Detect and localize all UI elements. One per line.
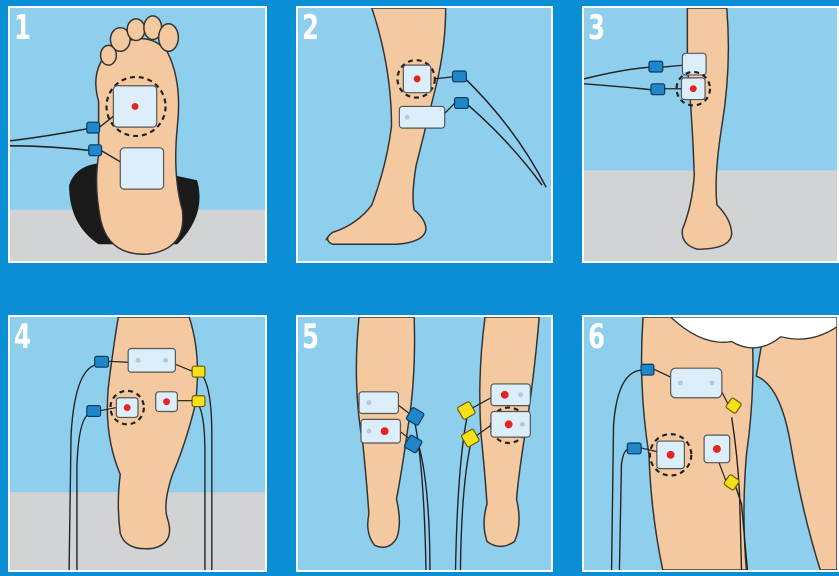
- foot-sole-illustration: [10, 8, 265, 261]
- panel-number: 3: [588, 10, 604, 46]
- shin-side-illustration: [298, 8, 551, 261]
- panel-2: 2: [296, 6, 553, 263]
- panel-number: 2: [302, 10, 318, 46]
- calf-back-illustration: [10, 317, 265, 570]
- panel-6: 6: [582, 315, 839, 572]
- thigh-back-illustration: [584, 317, 837, 570]
- panel-number: 5: [302, 319, 318, 355]
- both-calves-illustration: [298, 317, 551, 570]
- panel-4: 4: [8, 315, 267, 572]
- shin-front-illustration: [584, 8, 837, 261]
- panel-number: 1: [14, 10, 30, 46]
- panel-5: 5: [296, 315, 553, 572]
- panel-3: 3: [582, 6, 839, 263]
- panel-1: 1: [8, 6, 267, 263]
- panel-number: 6: [588, 319, 604, 355]
- panel-number: 4: [14, 319, 30, 355]
